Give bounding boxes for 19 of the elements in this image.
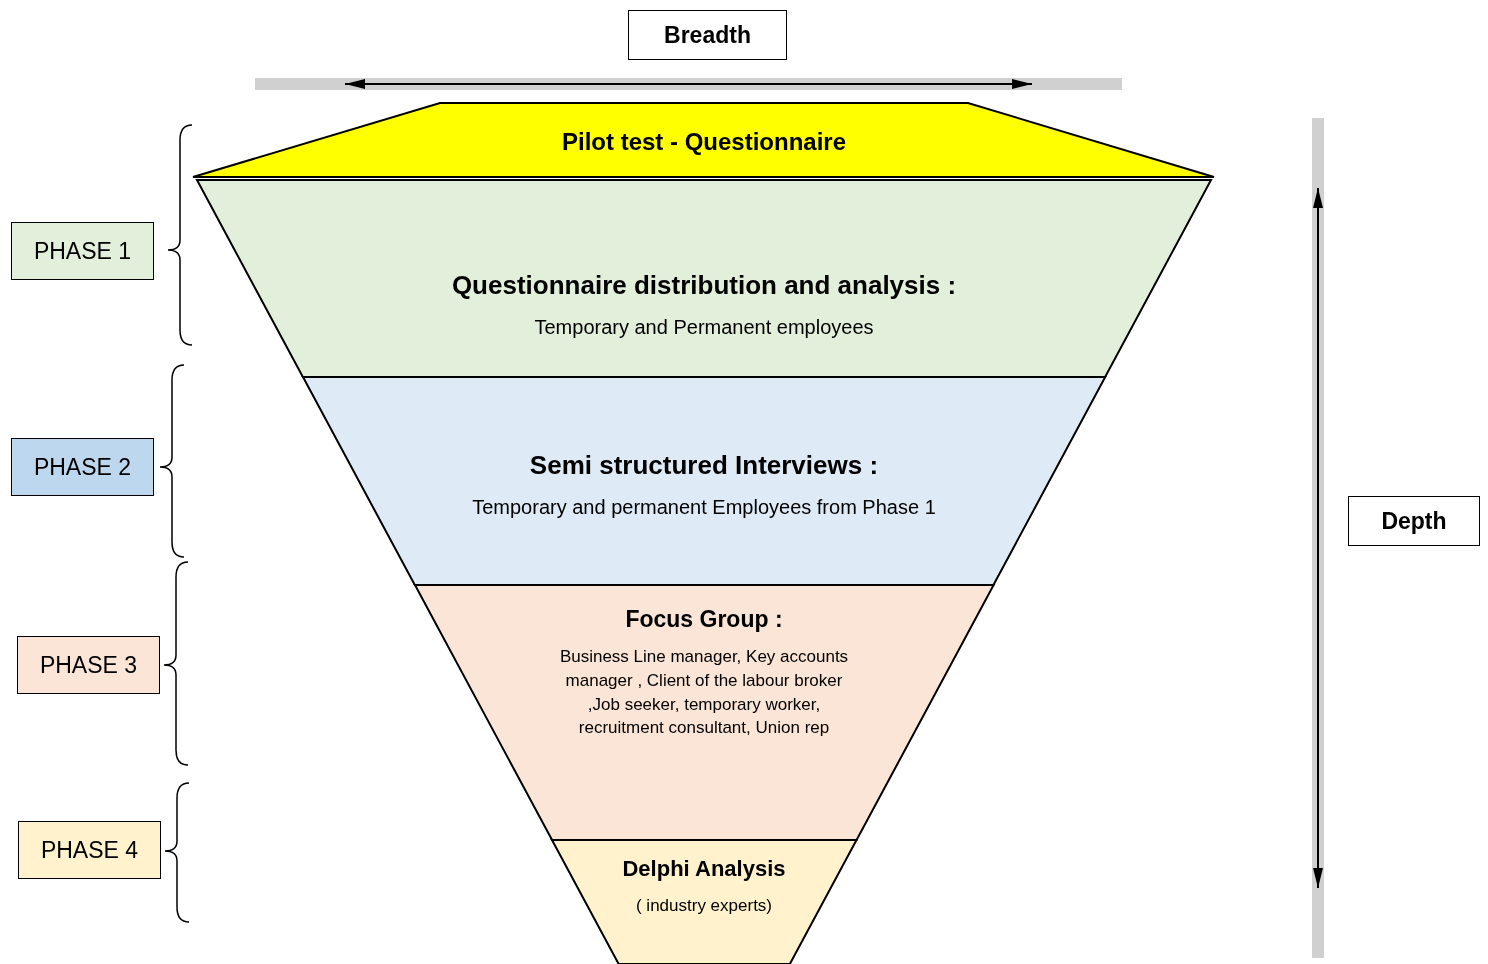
- funnel-band: [414, 585, 994, 840]
- band-heading: Focus Group :: [624, 606, 784, 633]
- band-heading: Questionnaire distribution and analysis :: [450, 270, 958, 301]
- phase-label: PHASE 2: [11, 438, 154, 496]
- phase-label: PHASE 3: [17, 636, 160, 694]
- axis-label: Depth: [1348, 496, 1480, 546]
- funnel-band: [302, 377, 1106, 585]
- band-heading: Delphi Analysis: [621, 856, 787, 882]
- band-description: Temporary and Permanent employees: [533, 315, 875, 340]
- phase-label: PHASE 1: [11, 222, 154, 280]
- band-heading: Semi structured Interviews :: [528, 450, 880, 481]
- phase-label: PHASE 4: [18, 821, 161, 879]
- band-heading: Pilot test - Questionnaire: [560, 128, 847, 156]
- band-description: ( industry experts): [634, 895, 773, 917]
- band-description: Temporary and permanent Employees from Phase 1: [471, 495, 937, 520]
- axis-label: Breadth: [628, 10, 787, 60]
- funnel-band: [193, 103, 1214, 177]
- band-description: Business Line manager, Key accounts manager , Client of the labour broker ,Job seeker, temporary worker, recruitment consultant, Union rep: [558, 646, 850, 740]
- funnel-band: [197, 180, 1211, 377]
